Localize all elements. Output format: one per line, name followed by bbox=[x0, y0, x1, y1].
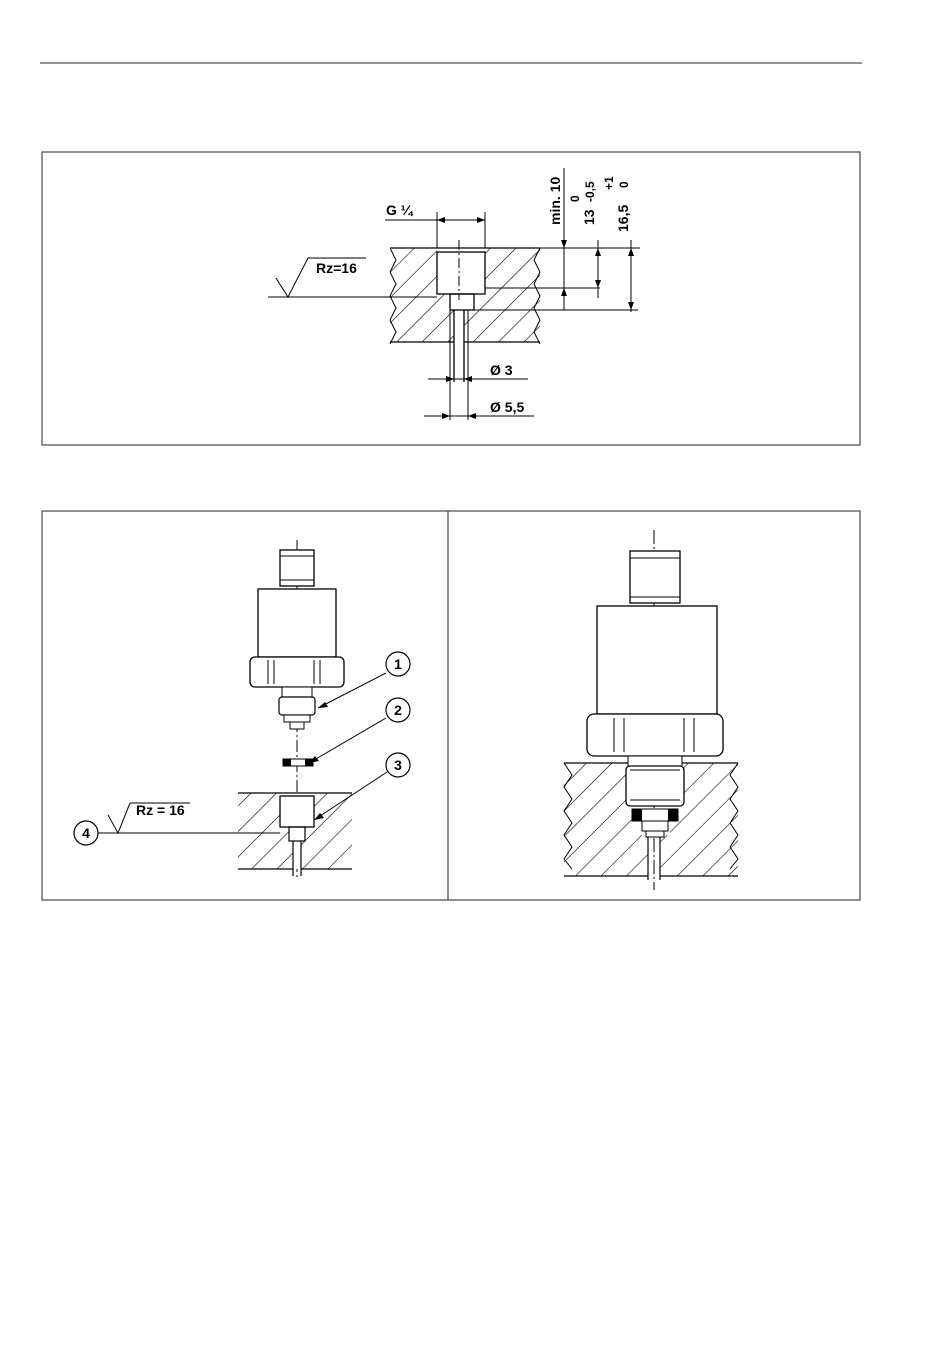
figure-1-bore-dimensions: G ¼ Rz=16 min. 10 13 0 -0,5 16,5 +1 0 Ø … bbox=[42, 152, 860, 445]
dim-bore-small: Ø 3 bbox=[490, 362, 513, 378]
callout-3: 3 bbox=[314, 753, 410, 820]
thread-label: G ¼ bbox=[386, 202, 414, 218]
dim-165-base: 16,5 bbox=[615, 205, 631, 232]
dim-bore-large: Ø 5,5 bbox=[490, 399, 524, 415]
assembled-sensor bbox=[564, 530, 738, 890]
dim-13-tol-lower: -0,5 bbox=[583, 181, 597, 202]
mounting-block-left bbox=[238, 793, 352, 876]
workpiece-section bbox=[390, 240, 540, 420]
surface-label: Rz=16 bbox=[316, 260, 357, 276]
dim-165-tol-upper: +1 bbox=[602, 176, 616, 190]
dim-13-tol-upper: 0 bbox=[568, 195, 582, 202]
callout-3-label: 3 bbox=[394, 757, 402, 773]
figure-2-mounting: 1 2 3 Rz = 16 4 bbox=[42, 511, 860, 900]
seal-ring bbox=[283, 759, 313, 766]
dim-min-depth: min. 10 bbox=[547, 177, 563, 225]
dim-165-tol-lower: 0 bbox=[617, 181, 631, 188]
callout-1-label: 1 bbox=[394, 656, 402, 672]
surface-label-2: Rz = 16 bbox=[136, 802, 185, 818]
callout-2-label: 2 bbox=[394, 702, 402, 718]
dim-13-base: 13 bbox=[581, 209, 597, 225]
callout-4-label: 4 bbox=[82, 825, 90, 841]
